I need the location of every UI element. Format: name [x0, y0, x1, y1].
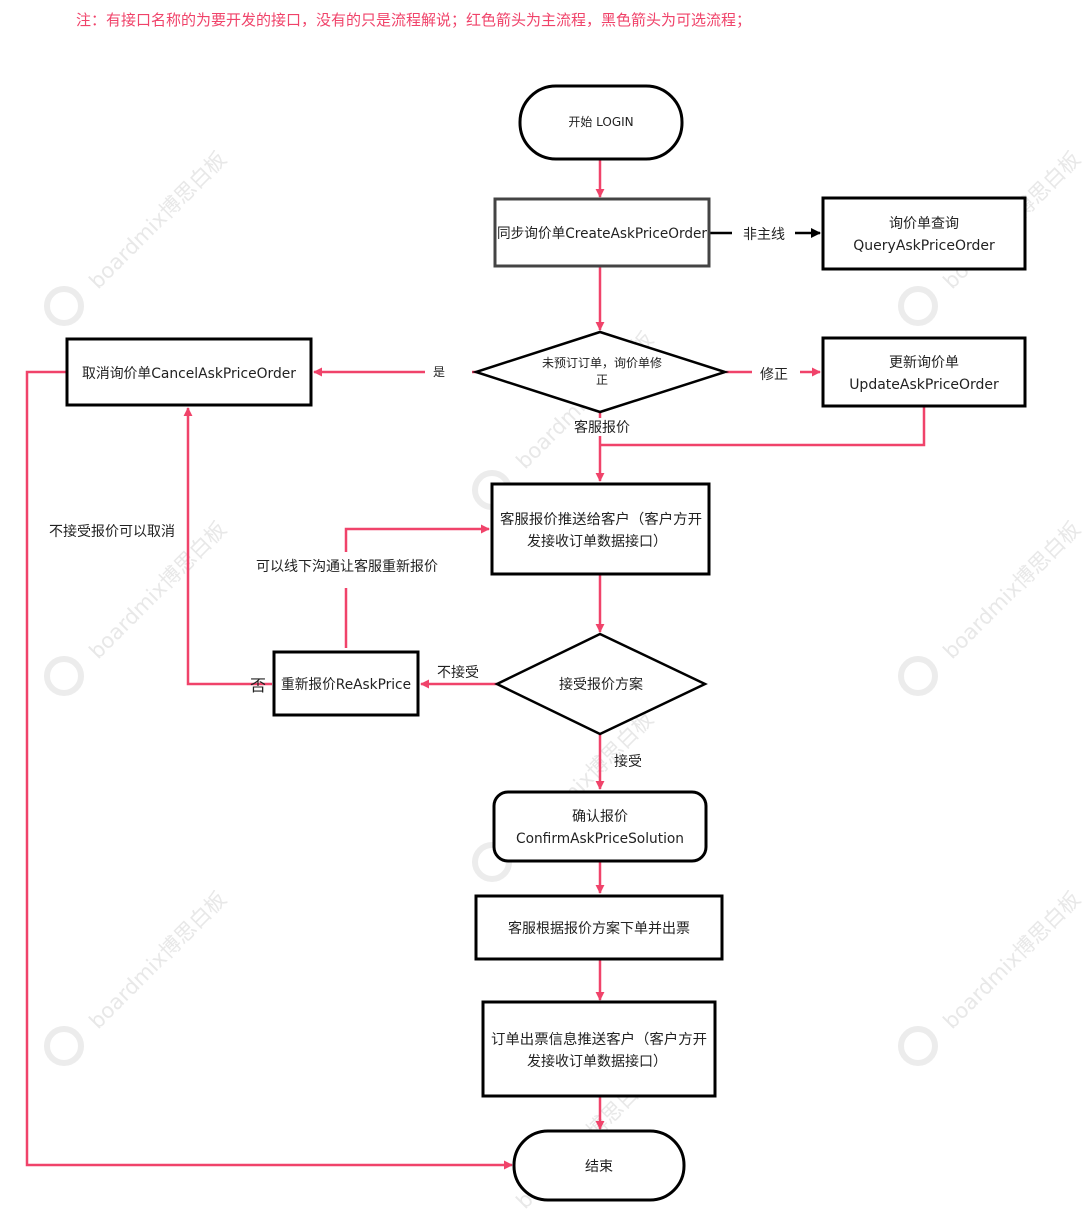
watermark-logo-icon	[44, 656, 84, 696]
node-push: 客服报价推送给客户（客户方开 发接收订单数据接口）	[490, 482, 711, 576]
watermark-logo-icon	[44, 286, 84, 326]
node-cancel: 取消询价单CancelAskPriceOrder	[65, 337, 313, 407]
node-update-line1: 更新询价单	[889, 355, 959, 371]
edge-labels: 非主线 是 修正 客服报价 不接受报价可以取消 可以线下沟通让客服重新报价 否 …	[49, 227, 788, 770]
label-accept: 接受	[614, 753, 642, 770]
edge-reask-cancel	[183, 407, 272, 686]
node-ticket: 客服根据报价方案下单并出票	[474, 894, 724, 961]
label-cs-quote: 客服报价	[574, 419, 630, 436]
node-decision2-label: 接受报价方案	[559, 676, 643, 693]
watermark-text: boardmix博思白板	[939, 517, 1083, 664]
label-no: 否	[250, 676, 266, 695]
label-offline-requote: 可以线下沟通让客服重新报价	[256, 558, 438, 575]
node-update: 更新询价单 UpdateAskPriceOrder	[821, 336, 1027, 408]
edge-reask-push-b	[344, 524, 490, 552]
node-ticket-push: 订单出票信息推送客户（客户方开 发接收订单数据接口）	[481, 1000, 717, 1098]
node-end-label: 结束	[585, 1159, 613, 1175]
edge-cancel-end	[25, 370, 513, 1170]
watermark-text: boardmix博思白板	[939, 887, 1083, 1034]
edge-update-merge	[600, 406, 926, 447]
node-confirm-line1: 确认报价	[572, 809, 628, 825]
node-sync: 同步询价单CreateAskPriceOrder	[493, 197, 711, 268]
node-push-line1: 客服报价推送给客户（客户方开	[500, 511, 702, 528]
node-decision1-line2: 正	[596, 373, 608, 387]
main-flow-connectors	[25, 159, 926, 1170]
label-not-accept-cancel: 不接受报价可以取消	[49, 523, 175, 540]
watermark-logo-icon	[898, 656, 938, 696]
node-push-line2: 发接收订单数据接口）	[527, 533, 667, 550]
node-confirm-line2: ConfirmAskPriceSolution	[516, 831, 684, 847]
node-reask-label: 重新报价ReAskPrice	[281, 677, 411, 693]
node-ticket-push-line1: 订单出票信息推送客户（客户方开	[491, 1031, 707, 1048]
legend-note: 注：有接口名称的为要开发的接口，没有的只是流程解说；红色箭头为主流程，黑色箭头为…	[76, 11, 752, 29]
watermark-logo-icon	[898, 286, 938, 326]
node-confirm: 确认报价 ConfirmAskPriceSolution	[492, 790, 708, 863]
node-start: 开始 LOGIN	[518, 84, 684, 161]
node-query: 询价单查询 QueryAskPriceOrder	[821, 196, 1027, 271]
label-not-accept: 不接受	[437, 664, 479, 681]
node-decision2: 接受报价方案	[494, 632, 708, 736]
watermark-logos	[44, 286, 938, 1066]
node-query-line2: QueryAskPriceOrder	[853, 238, 995, 254]
node-start-label: 开始 LOGIN	[568, 115, 633, 129]
label-yes: 是	[433, 365, 445, 379]
node-reask: 重新报价ReAskPrice	[272, 650, 420, 717]
label-non-main: 非主线	[743, 227, 785, 243]
node-cancel-label: 取消询价单CancelAskPriceOrder	[82, 366, 296, 382]
node-end: 结束	[512, 1129, 686, 1202]
node-ticket-push-line2: 发接收订单数据接口）	[527, 1053, 667, 1070]
node-decision1: 未预订订单，询价单修 正	[471, 330, 730, 414]
node-sync-label: 同步询价单CreateAskPriceOrder	[497, 226, 707, 242]
node-ticket-label: 客服根据报价方案下单并出票	[508, 920, 690, 937]
node-query-line1: 询价单查询	[889, 216, 959, 232]
label-fix: 修正	[760, 367, 788, 383]
node-update-line2: UpdateAskPriceOrder	[849, 377, 999, 393]
node-decision1-line1: 未预订订单，询价单修	[542, 355, 662, 370]
watermark-logo-icon	[898, 1026, 938, 1066]
watermark-text: boardmix博思白板	[85, 147, 232, 294]
watermark-logo-icon	[44, 1026, 84, 1066]
watermark-text: boardmix博思白板	[85, 887, 232, 1034]
